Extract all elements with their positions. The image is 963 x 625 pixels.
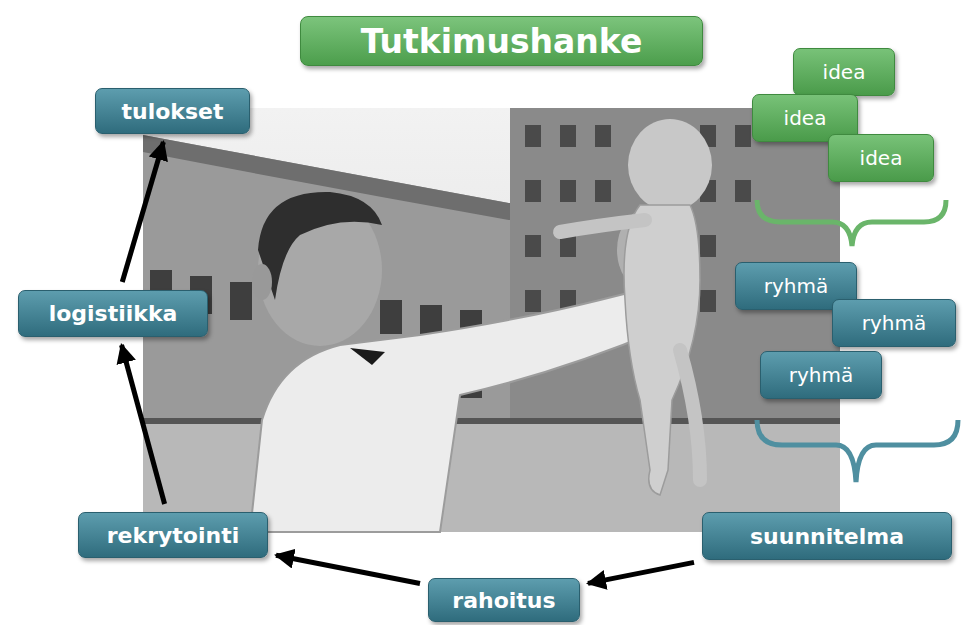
- box-label: rekrytointi: [107, 523, 239, 548]
- box-label: suunnitelma: [750, 524, 904, 549]
- title-box: Tutkimushanke: [300, 16, 703, 66]
- process-box: rahoitus: [428, 578, 580, 622]
- box-label: ryhmä: [789, 363, 853, 387]
- box-label: ryhmä: [862, 311, 926, 335]
- box-label: logistiikka: [49, 301, 178, 326]
- flow-arrow: [122, 345, 165, 504]
- process-box: ryhmä: [832, 299, 956, 347]
- box-label: idea: [860, 146, 903, 170]
- flow-arrow: [276, 555, 420, 583]
- process-box: tulokset: [95, 88, 250, 134]
- flow-arrow: [122, 142, 163, 282]
- process-box: logistiikka: [18, 290, 208, 337]
- process-box: suunnitelma: [702, 512, 952, 560]
- flow-arrow: [588, 562, 694, 583]
- title-text: Tutkimushanke: [361, 22, 643, 61]
- box-label: ryhmä: [764, 274, 828, 298]
- box-label: idea: [823, 60, 866, 84]
- idea-box: idea: [793, 48, 895, 96]
- idea-box: idea: [828, 134, 934, 182]
- box-label: tulokset: [122, 99, 224, 124]
- process-box: ryhmä: [760, 351, 882, 399]
- process-box: rekrytointi: [78, 512, 268, 558]
- box-label: rahoitus: [452, 588, 555, 613]
- box-label: idea: [784, 106, 827, 130]
